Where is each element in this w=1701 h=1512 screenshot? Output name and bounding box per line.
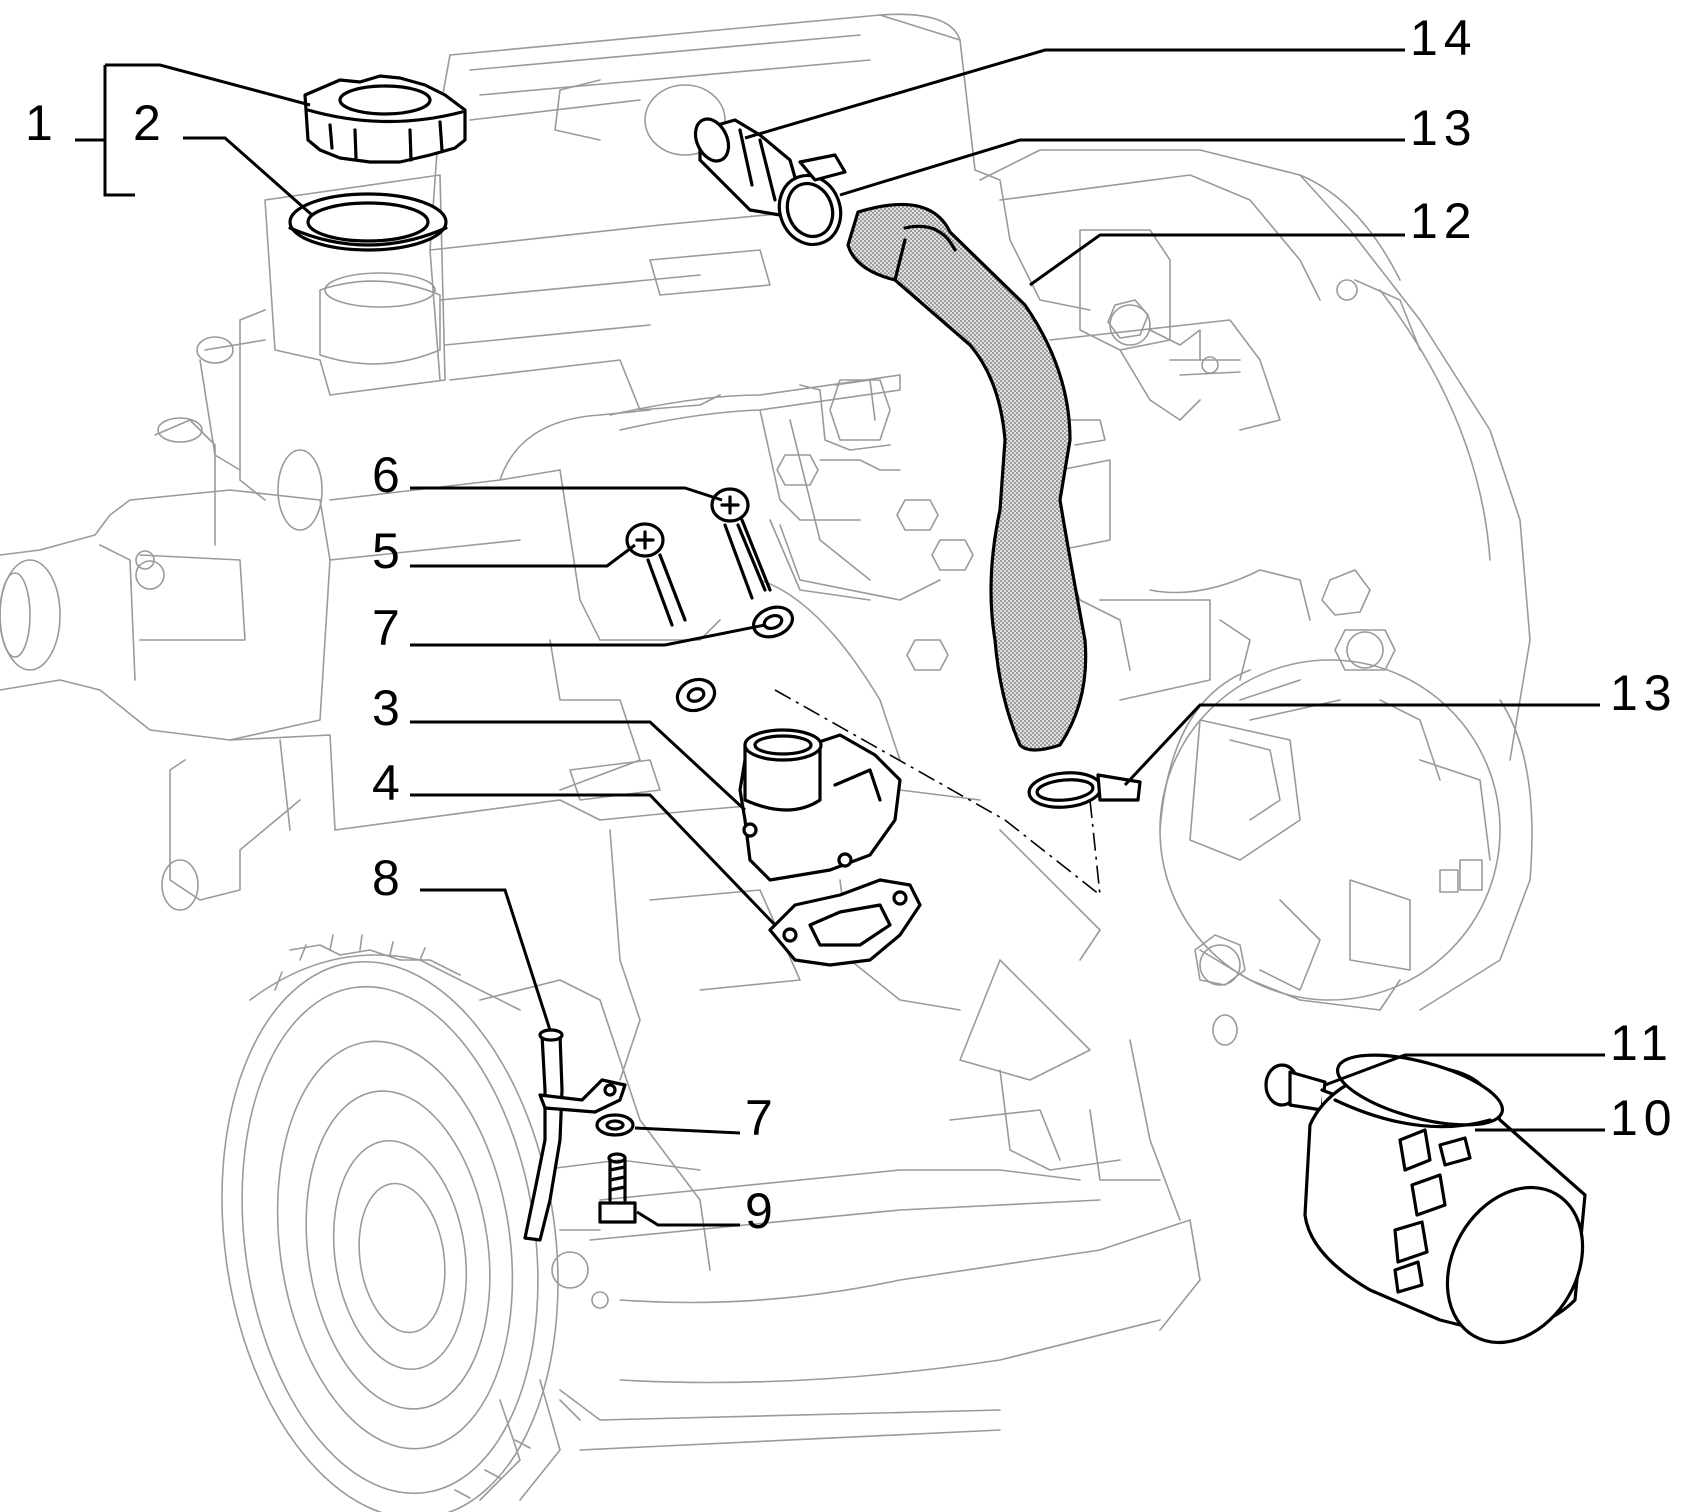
oil-filler-cap <box>303 74 467 164</box>
screw-6 <box>710 487 772 600</box>
leader-14 <box>744 48 1405 140</box>
leader-11 <box>1324 1053 1605 1087</box>
leader-6 <box>410 486 723 502</box>
leader-lines <box>75 48 1605 1227</box>
callout-5: 5 <box>372 523 406 579</box>
screw-5 <box>625 522 687 627</box>
callout-4: 4 <box>372 755 406 811</box>
hose-clamp-upper <box>777 153 847 247</box>
cap-gasket <box>288 192 448 252</box>
callout-6: 6 <box>372 447 406 503</box>
hose-outlet-fitting <box>693 117 802 217</box>
coolant-hose <box>846 202 1088 752</box>
callout-7-lower: 7 <box>745 1090 779 1146</box>
callout-8: 8 <box>372 850 406 906</box>
callout-13-upper: 13 <box>1410 100 1478 156</box>
leader-3 <box>410 720 747 812</box>
callout-14: 14 <box>1410 10 1478 66</box>
dipstick-tube <box>523 1028 627 1242</box>
washer-upper-a <box>752 605 794 639</box>
callout-10: 10 <box>1610 1090 1678 1146</box>
assembly-axis-line <box>774 689 1101 896</box>
leader-8 <box>420 888 552 1031</box>
leader-9 <box>636 1210 740 1227</box>
callout-12: 12 <box>1410 193 1478 249</box>
callout-numbers: 1 2 14 13 12 6 5 7 3 4 13 8 11 7 10 9 <box>25 10 1678 1239</box>
leader-2 <box>183 136 313 217</box>
callout-9: 9 <box>745 1183 779 1239</box>
callout-3: 3 <box>372 680 406 736</box>
leader-13-lower <box>1123 703 1600 787</box>
oil-filter <box>1303 1053 1587 1345</box>
leader-4 <box>410 793 777 927</box>
leader-7-lower <box>634 1126 741 1135</box>
engine-block-outline <box>0 13 1533 1512</box>
screw-9 <box>598 1152 637 1224</box>
leader-5 <box>410 543 636 568</box>
hose-clamp-lower <box>1027 771 1142 809</box>
leader-7-upper <box>410 623 766 647</box>
callout-13-lower: 13 <box>1610 665 1678 721</box>
leader-12 <box>1029 233 1405 287</box>
washer-lower <box>595 1113 635 1137</box>
callout-7-upper: 7 <box>372 600 406 656</box>
callout-1: 1 <box>25 95 59 151</box>
leader-1 <box>105 63 311 107</box>
thermostat-gasket <box>768 878 922 967</box>
washer-upper-b <box>675 677 717 713</box>
bracket-1 <box>75 65 135 197</box>
callout-2: 2 <box>133 95 167 151</box>
leader-13-upper <box>839 138 1405 197</box>
callout-11: 11 <box>1610 1015 1674 1071</box>
thermostat-housing <box>738 728 902 882</box>
